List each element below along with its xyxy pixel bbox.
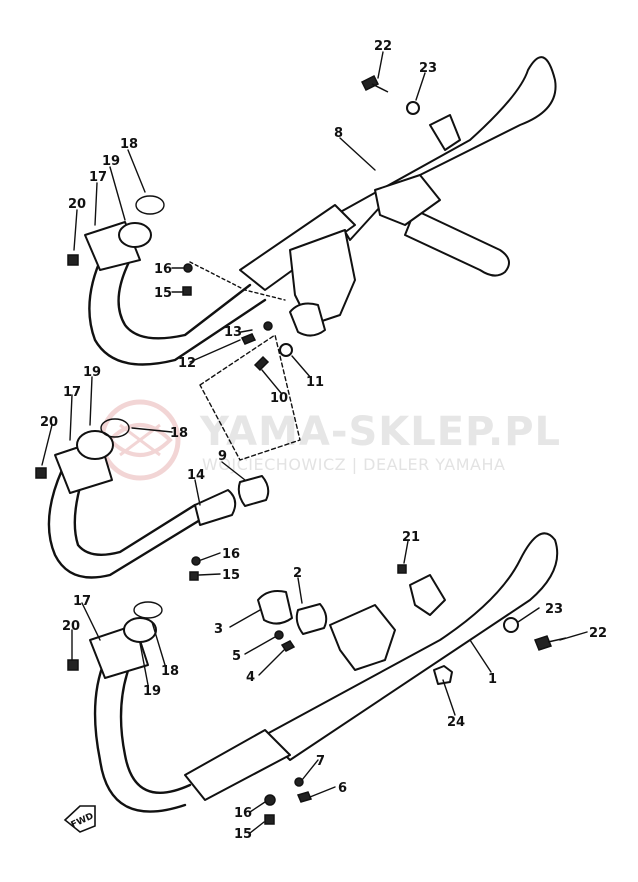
guide-line-a	[189, 261, 286, 301]
callout-numbers: 22 23 8 18 19 17 20 16 15 13 12 10 11 19…	[40, 39, 607, 842]
callout-23-bottom: 23	[545, 602, 563, 617]
header-pipe-top-outer	[88, 248, 267, 366]
callout-19-bottom: 19	[143, 684, 161, 699]
header-pipe-top-inner	[117, 258, 252, 340]
bolt-6	[296, 791, 313, 803]
clamp-top	[289, 302, 326, 337]
nut-20-bottom	[67, 659, 79, 671]
callout-15-mid: 15	[222, 568, 240, 583]
nut-13	[263, 321, 273, 331]
watermark-logo	[99, 399, 181, 481]
washer-23-top	[406, 101, 420, 115]
callout-20-bottom: 20	[62, 619, 80, 634]
gasket-19-top	[118, 222, 152, 248]
washer-7	[294, 777, 304, 787]
sleeve-9	[237, 475, 270, 507]
callout-10: 10	[270, 391, 288, 406]
muffler-1	[264, 532, 559, 761]
watermark-title: YAMA-SKLEP.PL	[199, 409, 561, 455]
callout-17-top: 17	[89, 170, 107, 185]
bolt-15-top	[182, 286, 192, 296]
washer-5	[274, 630, 284, 640]
washer-23-bottom	[503, 617, 519, 633]
bolt-15-bottom	[264, 814, 275, 825]
bolt-15-mid	[189, 571, 199, 581]
callout-18-bottom: 18	[161, 664, 179, 679]
callout-19-mid: 19	[83, 365, 101, 380]
callout-22-bottom: 22	[589, 626, 607, 641]
callout-3: 3	[214, 622, 223, 637]
callout-15-bottom: 15	[234, 827, 252, 842]
bolt-10	[253, 355, 270, 372]
callout-6: 6	[338, 781, 347, 796]
clamp-3	[257, 590, 293, 625]
bolt-22-top	[360, 74, 389, 93]
callout-13: 13	[224, 325, 242, 340]
watermark-subtitle: WOJCIECHOWICZ | DEALER YAMAHA	[202, 455, 505, 474]
bracket-21	[409, 574, 446, 616]
callout-16-top: 16	[154, 262, 172, 277]
header-pipe-bottom-inner	[119, 663, 192, 794]
guide-line-b	[199, 334, 301, 461]
gasket-19-bottom	[123, 617, 157, 643]
bottom-exhaust-assembly: FWD	[63, 532, 567, 833]
gasket-19-mid	[76, 430, 114, 460]
callout-21: 21	[402, 530, 420, 545]
pipe-14-end	[194, 489, 237, 526]
callout-23-top: 23	[419, 61, 437, 76]
callout-18-mid: 18	[170, 426, 188, 441]
callout-22-top: 22	[374, 39, 392, 54]
callout-19-top: 19	[102, 154, 120, 169]
nut-11	[279, 343, 293, 357]
callout-15-top: 15	[154, 286, 172, 301]
middle-exhaust-assembly	[35, 418, 270, 581]
callout-16-mid: 16	[222, 547, 240, 562]
pipe-1-front	[184, 729, 291, 801]
gasket-18-bottom	[133, 601, 163, 619]
muffler-bracket-top	[374, 174, 441, 226]
damper-24	[433, 665, 453, 685]
callout-8: 8	[334, 126, 343, 141]
gasket-18-mid	[100, 418, 130, 438]
sleeve-2	[295, 603, 328, 635]
callout-17-mid: 17	[63, 385, 81, 400]
callout-5: 5	[232, 649, 241, 664]
watermark: YAMA-SKLEP.PL WOJCIECHOWICZ | DEALER YAM…	[99, 399, 561, 481]
bolt-4	[280, 640, 296, 652]
joint-housing-top	[289, 229, 356, 326]
callout-11: 11	[306, 375, 324, 390]
header-pipe-bottom-outer	[93, 658, 187, 813]
header-pipe-mid-outer	[47, 468, 202, 579]
washer-16-mid	[191, 556, 201, 566]
fwd-arrow-icon: FWD	[63, 805, 96, 833]
callout-2: 2	[293, 566, 302, 581]
callout-1: 1	[488, 672, 497, 687]
callout-17-bottom: 17	[73, 594, 91, 609]
joint-housing-bottom	[329, 604, 396, 671]
gasket-18-top	[135, 195, 165, 215]
leader-lines	[41, 51, 588, 834]
callout-12: 12	[178, 356, 196, 371]
callout-20-mid: 20	[40, 415, 58, 430]
bolt-22-bottom	[534, 635, 567, 651]
bolt-12	[240, 333, 257, 345]
callout-9: 9	[218, 449, 227, 464]
callout-20-top: 20	[68, 197, 86, 212]
tailpipe-top	[404, 209, 510, 277]
washer-16-bottom	[264, 794, 276, 806]
callout-14: 14	[187, 468, 205, 483]
header-pipe-mid-inner	[73, 478, 197, 556]
callout-7: 7	[316, 754, 325, 769]
callout-4: 4	[246, 670, 255, 685]
callout-24: 24	[447, 715, 465, 730]
nut-21	[397, 564, 407, 574]
nut-20-top	[67, 254, 79, 266]
nut-20-mid	[35, 467, 47, 479]
callout-18-top: 18	[120, 137, 138, 152]
callout-16-bottom: 16	[234, 806, 252, 821]
washer-16-top	[183, 263, 193, 273]
mount-tab-top	[429, 114, 461, 151]
top-exhaust-assembly	[67, 56, 557, 461]
